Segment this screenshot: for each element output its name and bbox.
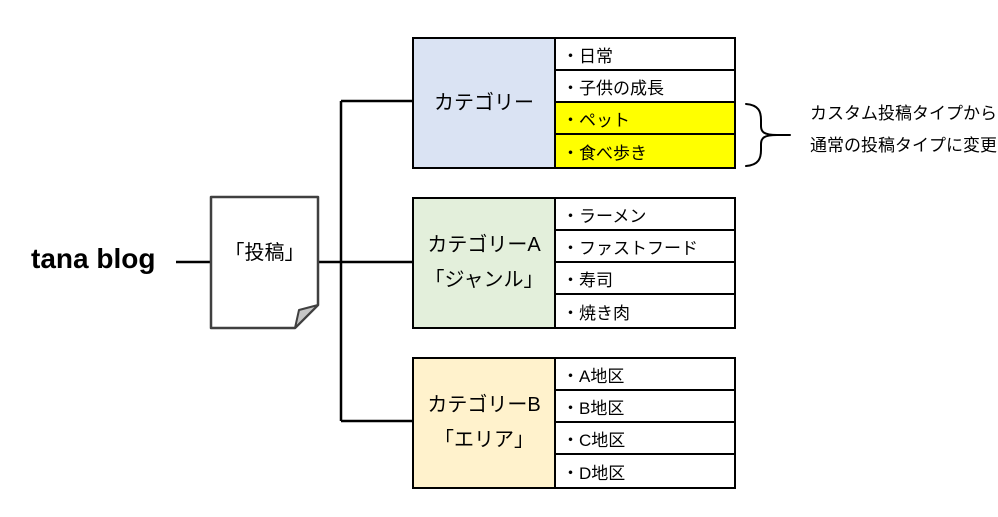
category-items-a: ・ラーメン ・ファストフード ・寿司 ・焼き肉 [556, 199, 734, 327]
category-header-a: カテゴリーA 「ジャンル」 [414, 199, 556, 327]
category-header-sublabel: 「ジャンル」 [424, 269, 544, 291]
list-item-highlighted: ・ペット [556, 103, 734, 135]
list-item-highlighted: ・食べ歩き [556, 135, 734, 167]
list-item: ・D地区 [556, 455, 734, 487]
category-header-sublabel: 「エリア」 [434, 429, 534, 451]
category-header-label: カテゴリーA [427, 234, 541, 256]
category-table-a: カテゴリーA 「ジャンル」 ・ラーメン ・ファストフード ・寿司 ・焼き肉 [412, 197, 736, 329]
category-header-b: カテゴリーB 「エリア」 [414, 359, 556, 487]
list-item: ・寿司 [556, 263, 734, 295]
category-header-default: カテゴリー [414, 39, 556, 167]
category-items-default: ・日常 ・子供の成長 ・ペット ・食べ歩き [556, 39, 734, 167]
category-header-label: カテゴリーB [427, 394, 541, 416]
list-item: ・ラーメン [556, 199, 734, 231]
annotation-line-2: 通常の投稿タイプに変更 [810, 136, 997, 155]
category-table-b: カテゴリーB 「エリア」 ・A地区 ・B地区 ・C地区 ・D地区 [412, 357, 736, 489]
document-label: 「投稿」 [224, 242, 305, 264]
list-item: ・C地区 [556, 423, 734, 455]
list-item: ・焼き肉 [556, 295, 734, 327]
document-fold-icon [294, 304, 319, 329]
list-item: ・ファストフード [556, 231, 734, 263]
list-item: ・A地区 [556, 359, 734, 391]
list-item: ・B地区 [556, 391, 734, 423]
list-item: ・子供の成長 [556, 71, 734, 103]
category-items-b: ・A地区 ・B地区 ・C地区 ・D地区 [556, 359, 734, 487]
annotation-line-1: カスタム投稿タイプから [810, 104, 997, 123]
category-header-label: カテゴリー [434, 91, 534, 114]
brace-icon [745, 103, 791, 167]
list-item: ・日常 [556, 39, 734, 71]
site-title: tana blog [31, 243, 156, 274]
category-table-default: カテゴリー ・日常 ・子供の成長 ・ペット ・食べ歩き [412, 37, 736, 169]
